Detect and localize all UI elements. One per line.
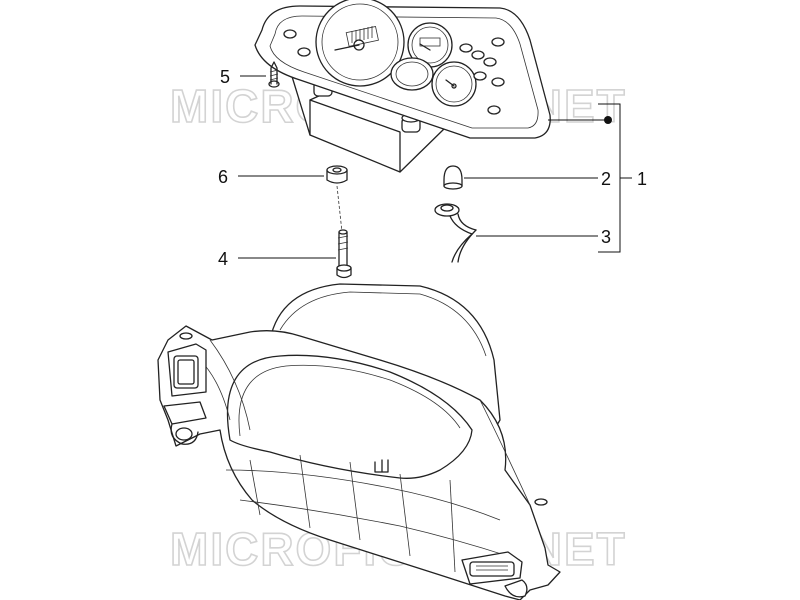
callout-4: 4 (218, 249, 228, 269)
leader-lines (238, 75, 632, 259)
callout-2: 2 (601, 169, 611, 189)
screw-part-5 (268, 61, 280, 88)
bolt-part-4 (336, 229, 352, 279)
spacer-part-6 (326, 165, 348, 184)
bulb-part-2 (443, 165, 463, 190)
leader-dot (604, 116, 612, 124)
bulb-socket-part-3 (434, 203, 477, 263)
handlebar-cover (157, 283, 561, 600)
callout-6: 6 (218, 167, 228, 187)
callout-5: 5 (220, 67, 230, 87)
assembly-axis (336, 185, 343, 233)
instrument-cluster (254, 0, 551, 173)
callout-1: 1 (637, 169, 647, 189)
callout-3: 3 (601, 227, 611, 247)
